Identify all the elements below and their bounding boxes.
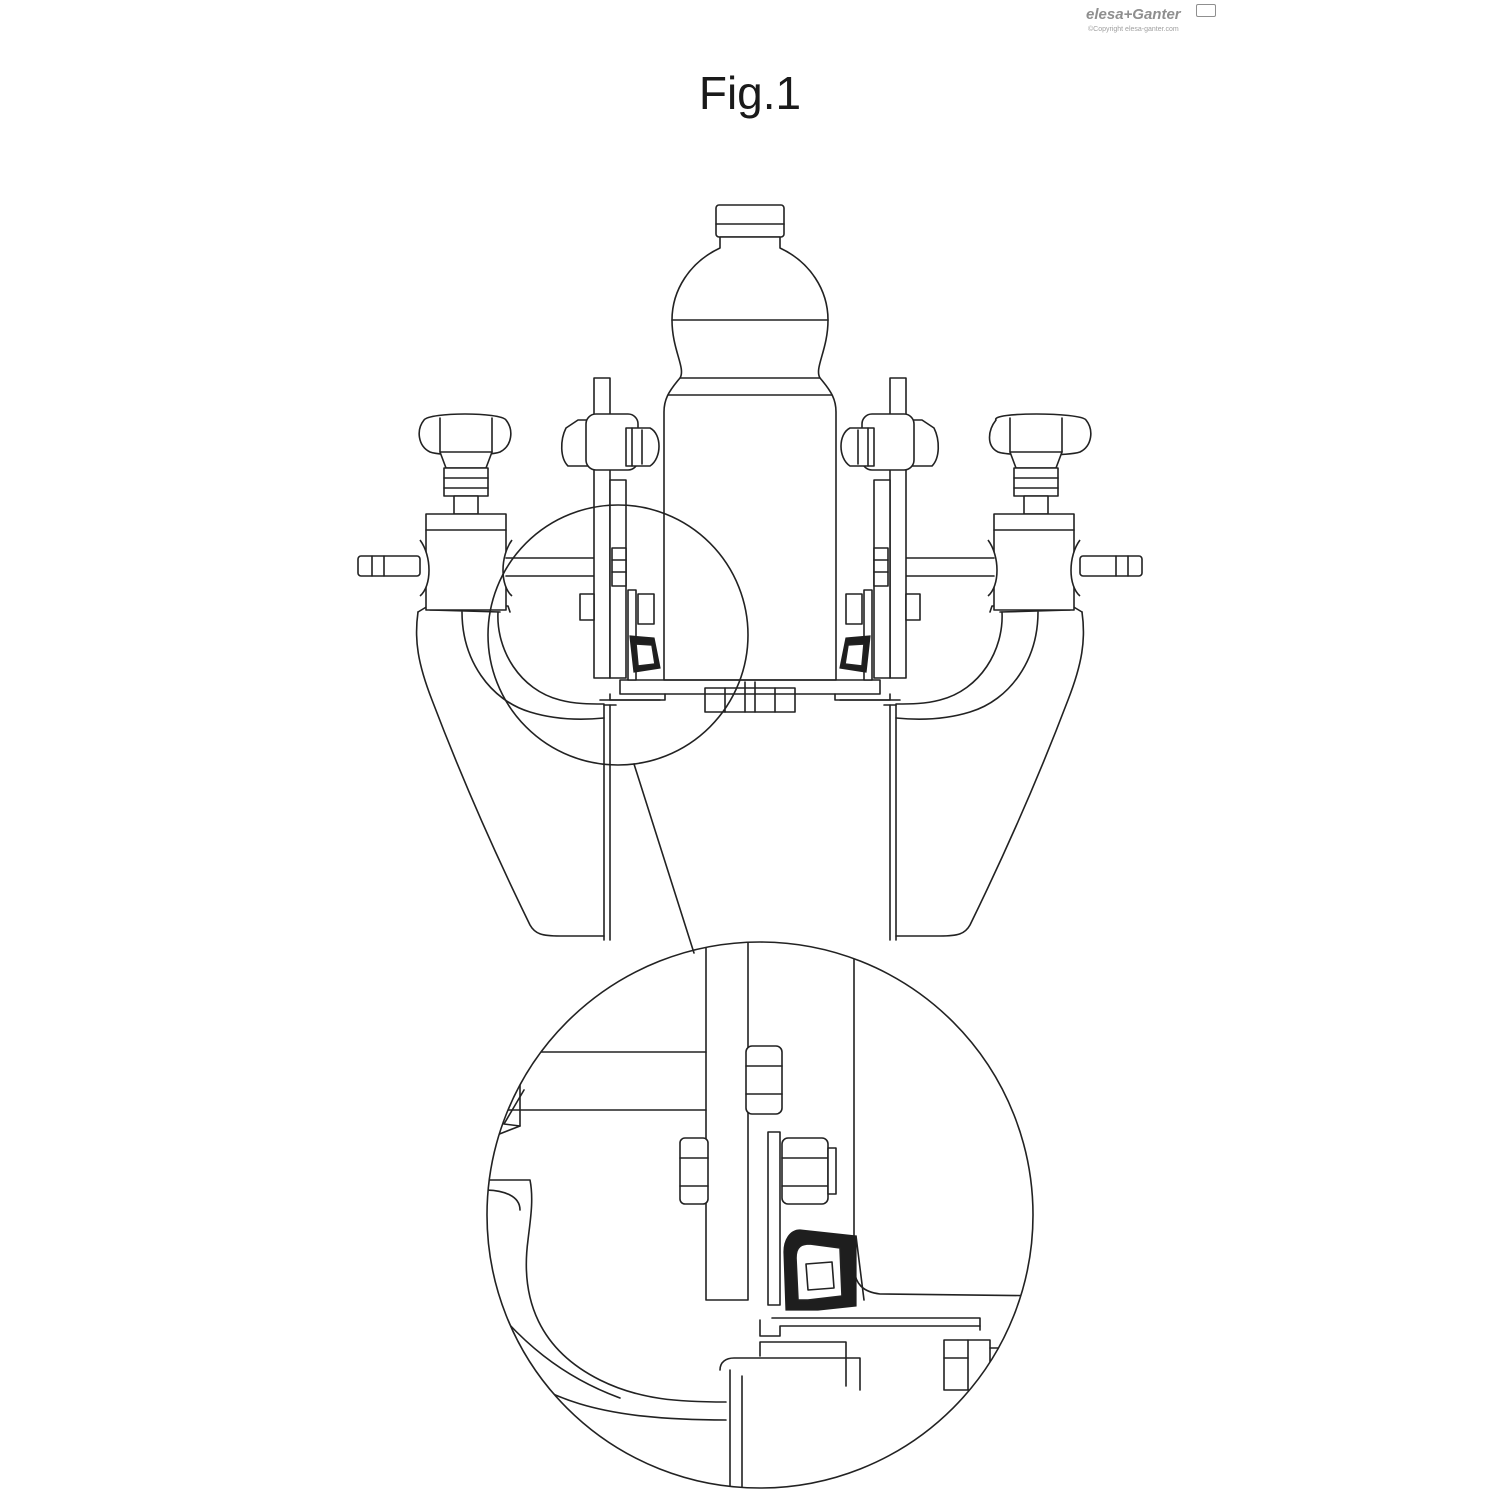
- ce-mark-icon: [1196, 4, 1216, 17]
- bottle: [663, 204, 837, 681]
- brand-name: elesa+Ganter: [1086, 6, 1181, 23]
- right-clamp-knob: [895, 413, 1143, 611]
- detail-view: [486, 941, 1034, 1489]
- brand-copyright: ©Copyright elesa-ganter.com: [1088, 26, 1179, 33]
- left-clamp-knob: [357, 413, 605, 611]
- right-bracket: [895, 605, 1085, 937]
- brand-logo: elesa+Ganter ©Copyright elesa-ganter.com: [1086, 4, 1221, 38]
- base-tray: [599, 679, 901, 713]
- figure-title: Fig.1: [698, 67, 802, 119]
- right-guide-plates: [839, 377, 940, 681]
- center-stand: [603, 704, 897, 941]
- left-bracket: [415, 605, 605, 937]
- detail-callout: [487, 504, 749, 954]
- left-guide-plates: [560, 377, 661, 681]
